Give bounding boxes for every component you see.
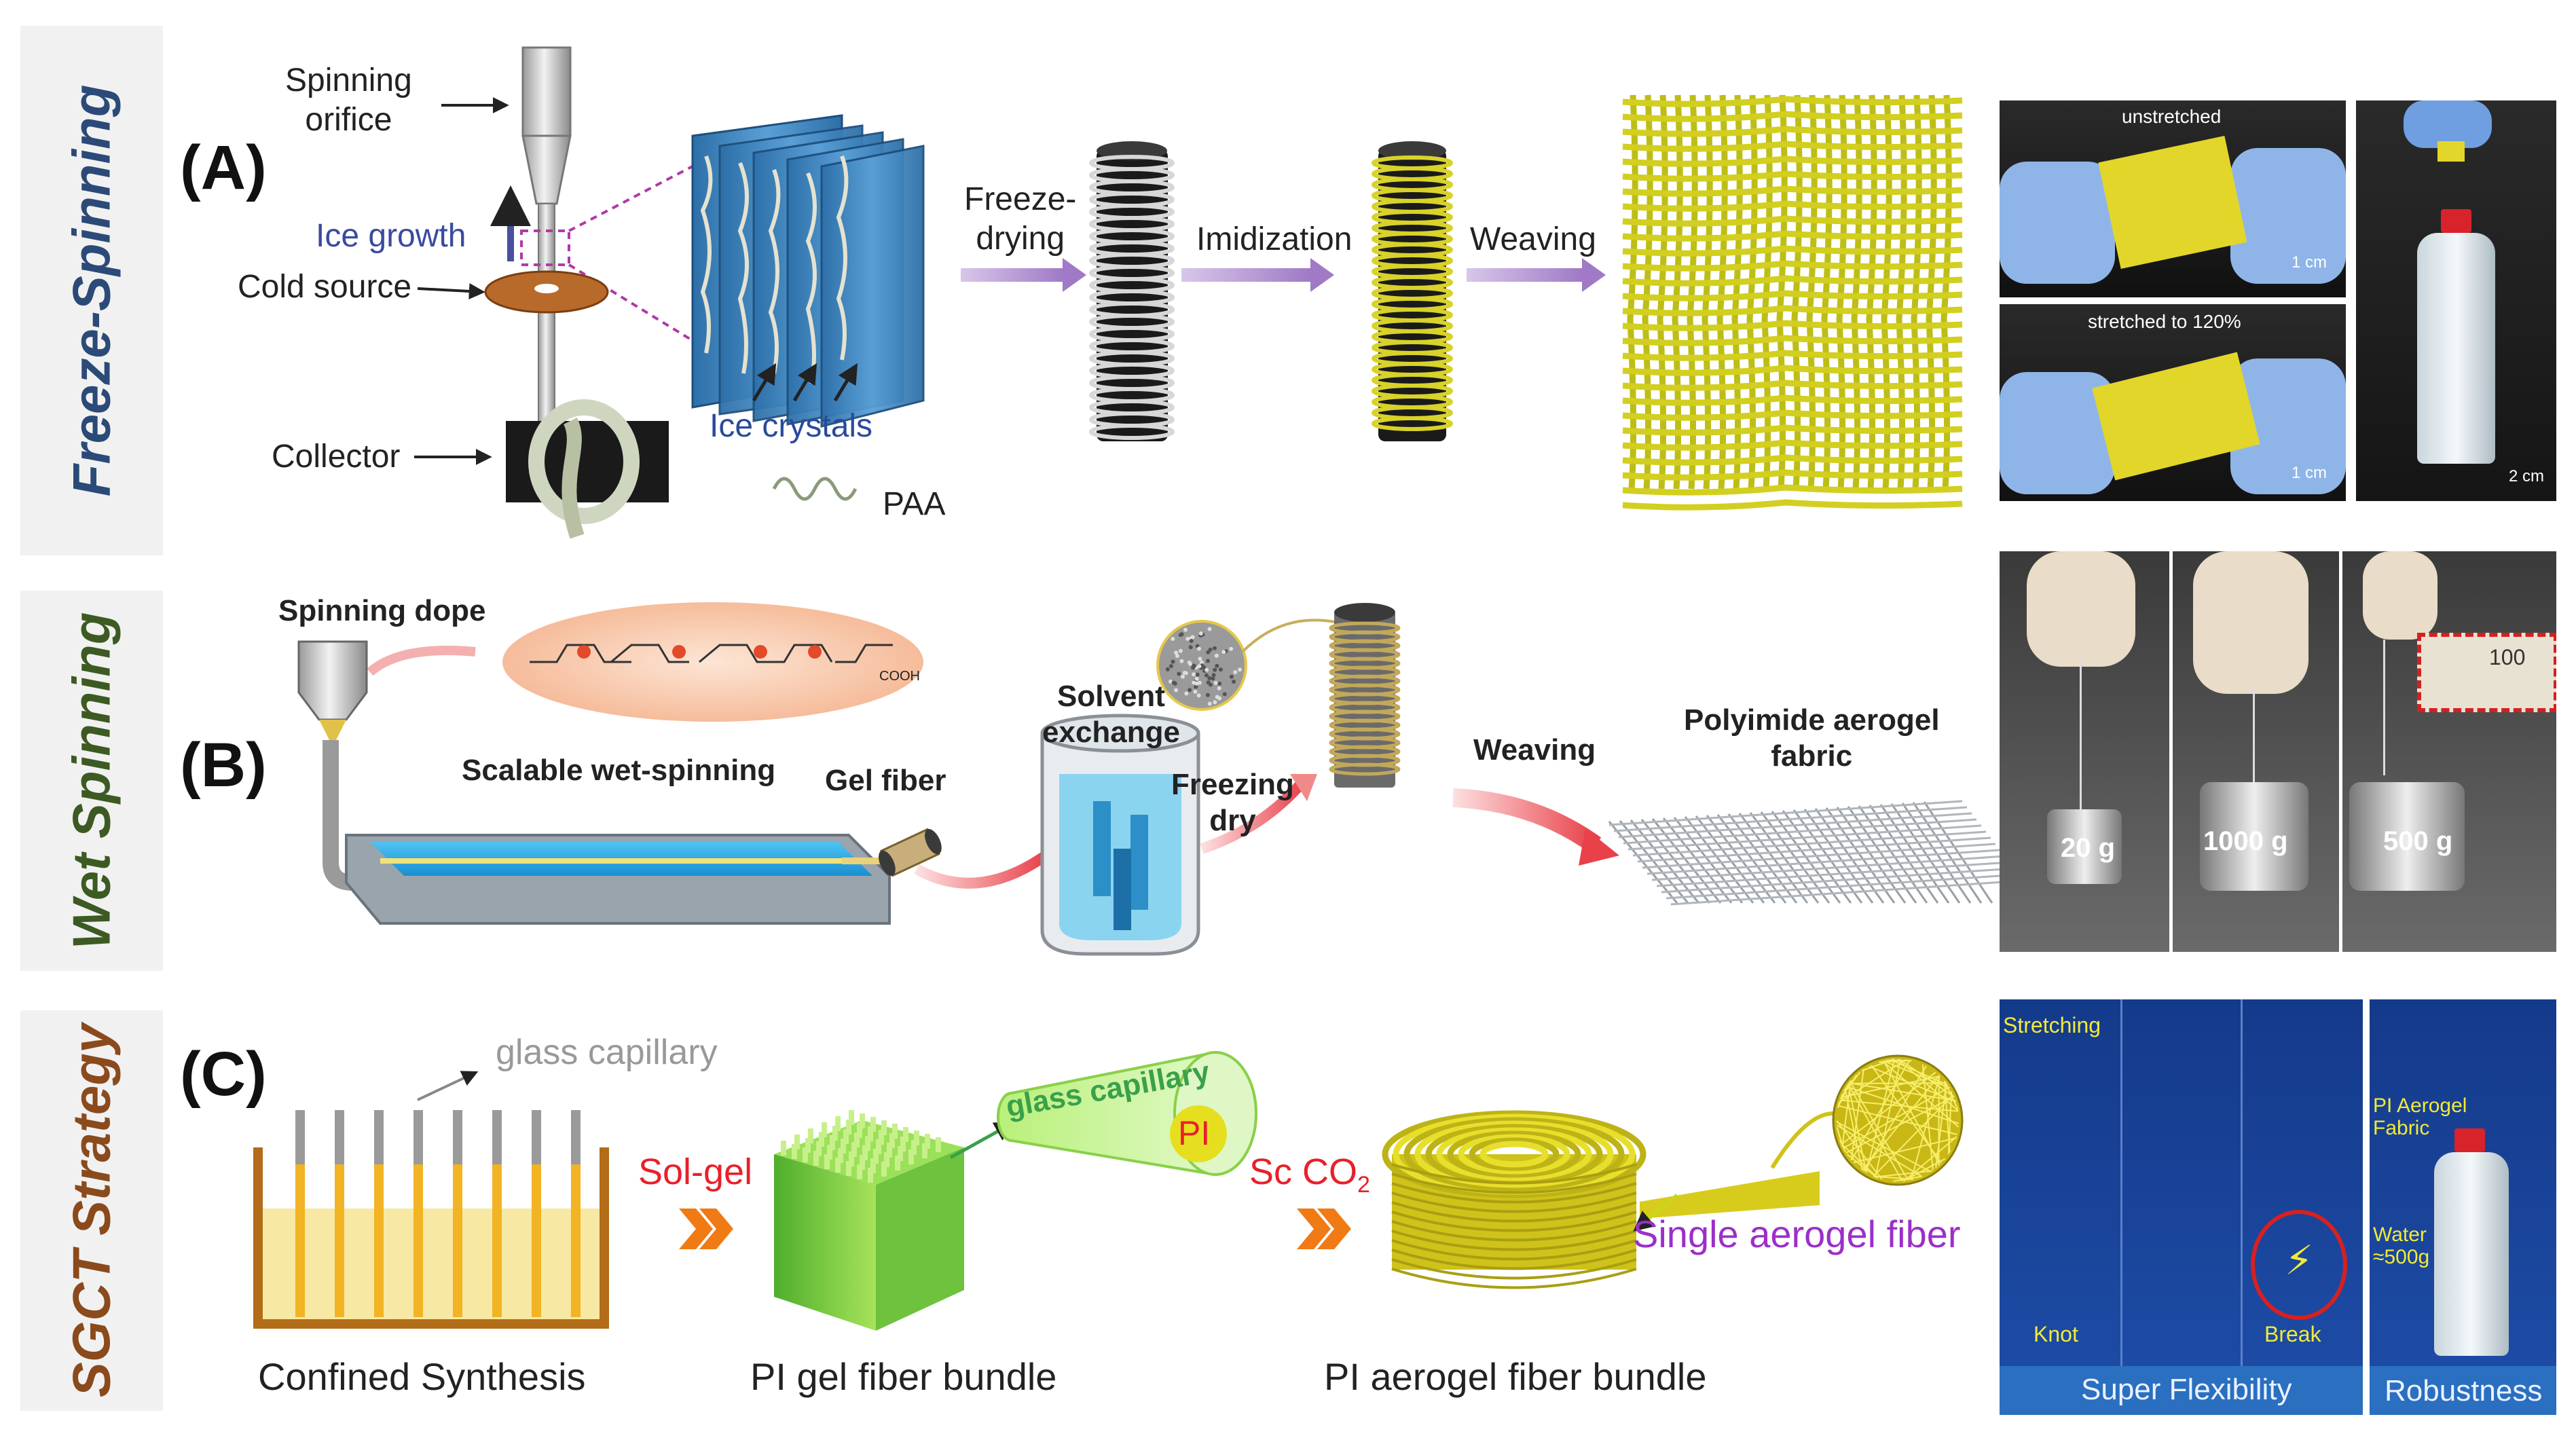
photo-robustness: Robustness PI Aerogel Fabric Water ≈500g xyxy=(2370,999,2556,1415)
label-weaving-a: Weaving xyxy=(1470,221,1596,258)
ruler-label: 100 xyxy=(2489,645,2525,670)
glove-right xyxy=(2230,148,2346,284)
label-imidization: Imidization xyxy=(1196,221,1352,258)
label-confined-synthesis: Confined Synthesis xyxy=(258,1354,586,1399)
photo-unstretched: unstretched 1 cm xyxy=(2000,100,2346,297)
label-collector: Collector xyxy=(272,438,400,475)
photo-divider xyxy=(2120,999,2122,1366)
photo-divider xyxy=(2241,999,2243,1366)
bottle-cap xyxy=(2454,1128,2485,1152)
photo-stretched: stretched to 120% 1 cm xyxy=(2000,304,2346,501)
label-cold-source: Cold source xyxy=(238,268,411,306)
lightning-icon: ⚡ xyxy=(2285,1237,2313,1285)
photo-label-unstretched: unstretched xyxy=(2122,106,2221,128)
panel-letter-c: (C) xyxy=(180,1039,267,1110)
water-bottle xyxy=(2434,1152,2509,1356)
weight-label-20g: 20 g xyxy=(2061,833,2115,864)
label-sc-co2: Sc CO2 xyxy=(1249,1151,1370,1198)
label-polyimide-aerogel-fabric: Polyimide aerogel fabric xyxy=(1684,703,1940,775)
label-single-aerogel-fiber: Single aerogel fiber xyxy=(1633,1212,1961,1256)
caption-super-flexibility: Super Flexibility xyxy=(2081,1373,2292,1407)
label-sol-gel: Sol-gel xyxy=(638,1151,752,1193)
weight-label-1000g: 1000 g xyxy=(2203,826,2288,857)
label-spinning-dope: Spinning dope xyxy=(278,594,486,628)
label-pi: PI xyxy=(1178,1113,1210,1153)
hand xyxy=(2363,551,2437,640)
label-ice-growth: Ice growth xyxy=(316,217,466,255)
label-weaving-b: Weaving xyxy=(1473,733,1596,767)
label-pi-aerogel-fabric: PI Aerogel Fabric xyxy=(2373,1094,2467,1139)
scale-bar-label: 2 cm xyxy=(2509,467,2544,486)
bottle-cap xyxy=(2441,209,2471,233)
label-ice-crystals: Ice crystals xyxy=(710,407,872,445)
water-bottle xyxy=(2417,233,2495,464)
scale-bar-label: 1 cm xyxy=(2292,253,2327,272)
label-water: Water ≈500g xyxy=(2373,1223,2429,1268)
photo-bottle-hanging: 2 cm xyxy=(2356,100,2556,501)
glove-left xyxy=(2000,162,2115,284)
photo-label-stretched: stretched to 120% xyxy=(2088,311,2241,333)
label-knot: Knot xyxy=(2034,1322,2078,1347)
fabric-strip xyxy=(2437,141,2465,162)
scale-bar-label: 1 cm xyxy=(2292,464,2327,483)
label-pi-aerogel-fiber-bundle: PI aerogel fiber bundle xyxy=(1324,1354,1707,1399)
photo-weight-1000g: 1000 g xyxy=(2173,551,2339,952)
photo-super-flexibility: Super Flexibility Stretching Knot Break … xyxy=(2000,999,2363,1415)
hand xyxy=(2027,551,2135,667)
label-stretching: Stretching xyxy=(2003,1013,2101,1038)
panel-letter-b: (B) xyxy=(180,730,267,801)
label-freeze-drying: Freeze- drying xyxy=(964,180,1076,258)
label-gel-fiber: Gel fiber xyxy=(825,764,946,798)
fiber-strand xyxy=(2080,660,2082,809)
yellow-fabric-sample xyxy=(2098,136,2247,269)
caption-robustness: Robustness xyxy=(2385,1374,2542,1408)
hand xyxy=(2193,551,2308,694)
label-scalable-wet-spinning: Scalable wet-spinning xyxy=(462,754,775,788)
weight-label-500g: 500 g xyxy=(2383,826,2452,857)
label-pi-gel-fiber-bundle: PI gel fiber bundle xyxy=(750,1354,1056,1399)
panel-letter-a: (A) xyxy=(180,132,267,204)
label-break: Break xyxy=(2264,1322,2321,1347)
label-freezing-dry: Freezing dry xyxy=(1171,767,1294,839)
label-cooh: COOH xyxy=(879,669,920,684)
photo-weight-500g: 500 g 100 xyxy=(2342,551,2556,952)
label-solvent-exchange: Solvent exchange xyxy=(1042,679,1180,751)
label-paa: PAA xyxy=(883,485,945,523)
fiber-strand xyxy=(2253,687,2255,782)
fiber-strand xyxy=(2383,640,2385,775)
photo-weight-20g: 20 g xyxy=(2000,551,2169,952)
ruler-inset: 100 xyxy=(2417,633,2556,712)
label-glass-capillary: glass capillary xyxy=(496,1032,718,1073)
label-spinning-orifice: Spinning orifice xyxy=(285,61,412,139)
